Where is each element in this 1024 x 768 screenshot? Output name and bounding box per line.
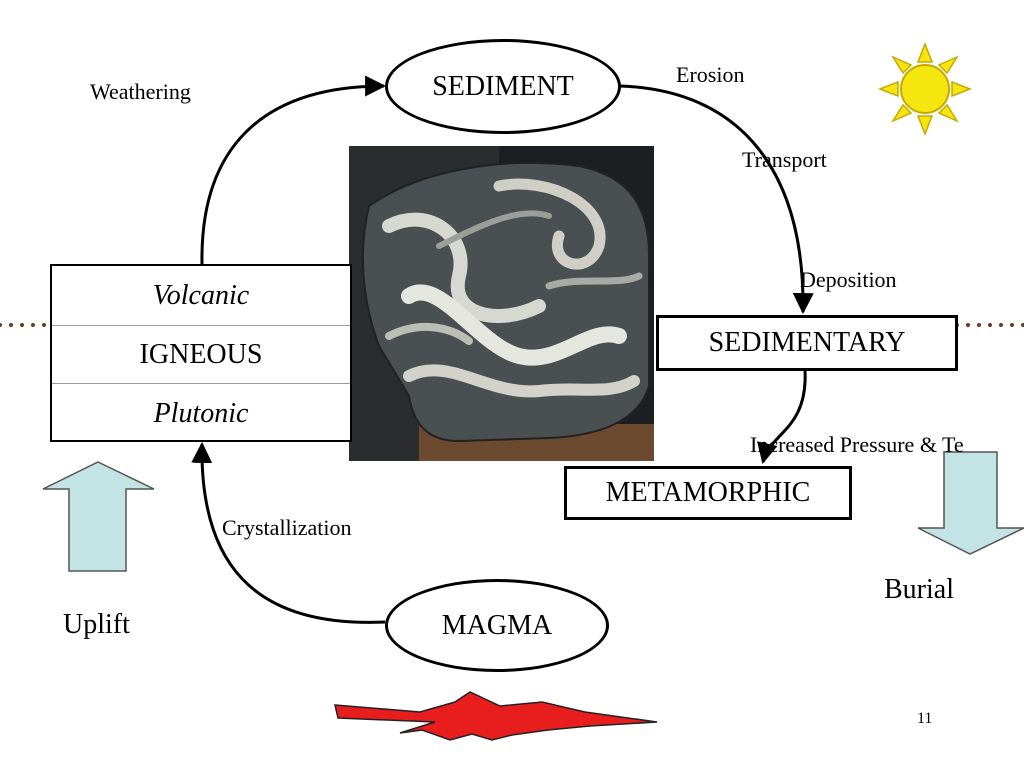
igneous-node: Volcanic IGNEOUS Plutonic — [50, 264, 352, 442]
crystallization-label: Crystallization — [222, 515, 352, 540]
transport-label: Transport — [742, 147, 827, 172]
weathering-label: Weathering — [90, 79, 191, 104]
uplift-label: Uplift — [63, 609, 130, 640]
plutonic-row: Plutonic — [153, 397, 249, 429]
deposition-arrow — [619, 84, 814, 315]
weathering-arrow — [200, 75, 387, 265]
rock-photo — [349, 146, 654, 461]
crystallization-arrow — [191, 441, 386, 624]
increased-pressure-label: Increased Pressure & Te — [750, 432, 964, 457]
metamorphic-node: METAMORPHIC — [564, 466, 852, 520]
magma-node: MAGMA — [385, 579, 609, 672]
burial-arrow-icon — [917, 451, 1024, 555]
page-number: 11 — [917, 710, 933, 727]
volcanic-row: Volcanic — [152, 279, 250, 311]
magma-label: MAGMA — [441, 609, 553, 641]
metamorphism-arrow — [757, 369, 807, 465]
igneous-row: IGNEOUS — [52, 325, 350, 384]
sediment-node: SEDIMENT — [385, 39, 621, 134]
sediment-label: SEDIMENT — [432, 70, 574, 102]
sedimentary-label: SEDIMENTARY — [708, 327, 906, 358]
sun-icon — [877, 41, 973, 137]
uplift-arrow-icon — [42, 461, 155, 572]
sedimentary-node: SEDIMENTARY — [656, 315, 958, 371]
explosion-icon — [334, 691, 658, 741]
erosion-label: Erosion — [676, 62, 745, 87]
burial-label: Burial — [884, 574, 954, 605]
metamorphic-label: METAMORPHIC — [605, 477, 811, 508]
deposition-label: Deposition — [800, 267, 897, 292]
